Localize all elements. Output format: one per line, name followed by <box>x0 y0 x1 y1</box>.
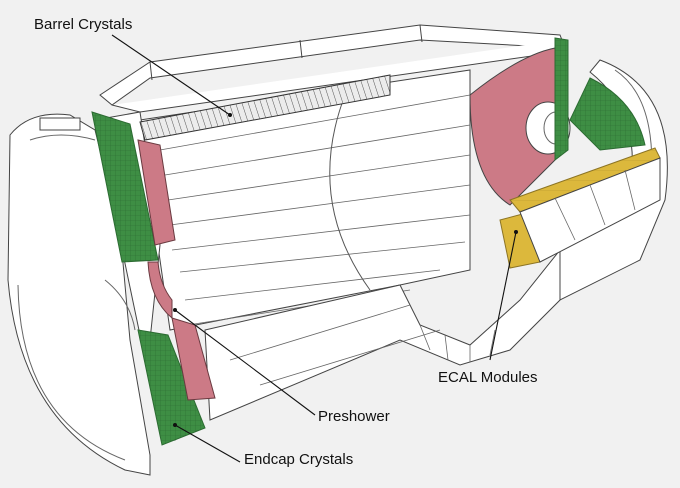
barrel-crystals-label: Barrel Crystals <box>34 16 133 33</box>
far-endcap-crystals-right <box>569 77 646 151</box>
preshower-label: Preshower <box>318 408 390 425</box>
ecal-callout-line <box>489 231 517 361</box>
preshower-bottom <box>171 317 216 401</box>
far-preshower-disk <box>469 47 556 206</box>
far-endcap-crystals-top <box>554 37 569 162</box>
ecal-modules-label: ECAL Modules <box>438 369 538 386</box>
detector-shell <box>7 24 668 476</box>
preshower-callout-line <box>174 309 316 416</box>
preshower-mid <box>147 261 173 320</box>
endcap-crystals-bottom <box>137 329 206 446</box>
preshower-top <box>137 139 176 246</box>
barrel-callout-line <box>111 34 231 116</box>
barrel-crystals-strip <box>139 74 391 141</box>
endcap-crystals-label: Endcap Crystals <box>244 451 354 468</box>
endcap-callout-line <box>174 424 241 463</box>
endcap-crystals-top <box>91 111 159 263</box>
